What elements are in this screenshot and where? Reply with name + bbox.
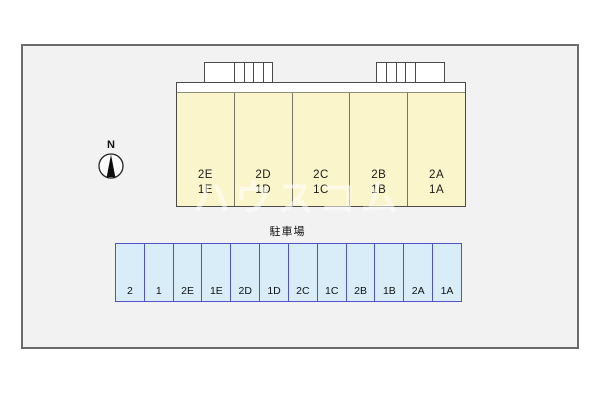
parking-space-label: 2D (238, 285, 252, 297)
parking-space-label: 2 (126, 285, 133, 297)
north-label: N (107, 139, 115, 151)
parking-space-label: 2B (354, 285, 367, 297)
parking-space: 2E (172, 244, 202, 301)
unit-upper-label: 2D (255, 169, 272, 181)
parking-space: 2A (403, 244, 432, 301)
building-unit: 2D 1D (233, 93, 292, 206)
unit-lower-label: 1B (371, 184, 387, 196)
unit-lower-label: 1D (255, 184, 272, 196)
building-unit: 2A 1A (407, 93, 465, 206)
unit-upper-label: 2B (371, 169, 387, 181)
parking-space: 1D (259, 244, 288, 301)
unit-lower-label: 1A (429, 184, 445, 196)
parking-space: 1 (143, 244, 173, 301)
stair-steps (234, 63, 272, 82)
parking-space: 2D (230, 244, 259, 301)
parking-title: 駐車場 (269, 226, 306, 238)
parking-space: 2C (287, 244, 317, 301)
parking-lot: 2 1 2E 1E 2D 1D 2C 1C 2B 1B 2A (115, 243, 462, 302)
north-compass-icon: N (98, 139, 124, 179)
unit-lower-label: 1C (313, 184, 329, 196)
stair-steps (377, 63, 416, 82)
parking-space-label: 2C (296, 285, 310, 297)
compass-needle (106, 154, 116, 177)
unit-upper-label: 2E (197, 169, 213, 181)
parking-space-label: 1 (155, 285, 162, 297)
building-unit: 2B 1B (349, 93, 408, 206)
building-unit: 2C 1C (291, 93, 350, 206)
stair-block-right (376, 62, 445, 83)
parking-space-label: 1C (324, 285, 339, 297)
parking-space-label: 1E (209, 285, 223, 297)
parking-space: 1A (432, 244, 461, 301)
parking-space: 1E (201, 244, 230, 301)
parking-space-label: 1A (440, 285, 454, 297)
parking-space: 2B (345, 244, 375, 301)
parking-space-label: 1D (267, 285, 281, 297)
unit-lower-label: 1E (197, 184, 213, 196)
parking-space-label: 2A (411, 285, 425, 297)
building-units-row: 2E 1E 2D 1D 2C 1C 2B 1B 2A 1A (177, 92, 465, 206)
parking-space: 1C (316, 244, 346, 301)
stair-block-left (204, 62, 273, 83)
parking-space-label: 2E (181, 285, 194, 297)
unit-upper-label: 2A (429, 169, 445, 181)
parking-space-label: 1B (382, 285, 396, 297)
unit-upper-label: 2C (313, 169, 329, 181)
building-outline: 2E 1E 2D 1D 2C 1C 2B 1B 2A 1A (176, 82, 466, 207)
building-unit: 2E 1E (177, 93, 234, 206)
parking-space: 2 (116, 244, 144, 301)
parking-space: 1B (374, 244, 403, 301)
